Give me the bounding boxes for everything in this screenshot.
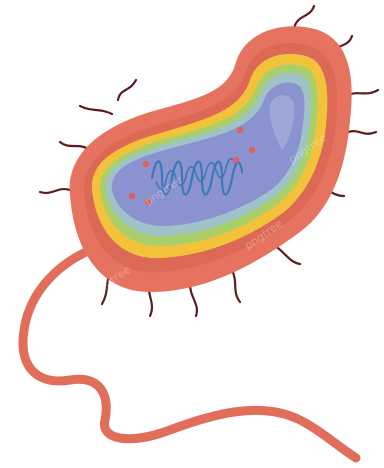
pilus: [80, 106, 112, 114]
ribosome: [129, 193, 135, 199]
pilus: [190, 284, 197, 316]
pilus: [232, 270, 240, 302]
ribosome: [237, 127, 243, 133]
pilus: [118, 80, 136, 100]
ribosome: [143, 161, 149, 167]
pilus: [294, 6, 314, 28]
ribosome: [249, 147, 255, 153]
pilus: [40, 189, 70, 193]
ribosome: [233, 157, 239, 163]
